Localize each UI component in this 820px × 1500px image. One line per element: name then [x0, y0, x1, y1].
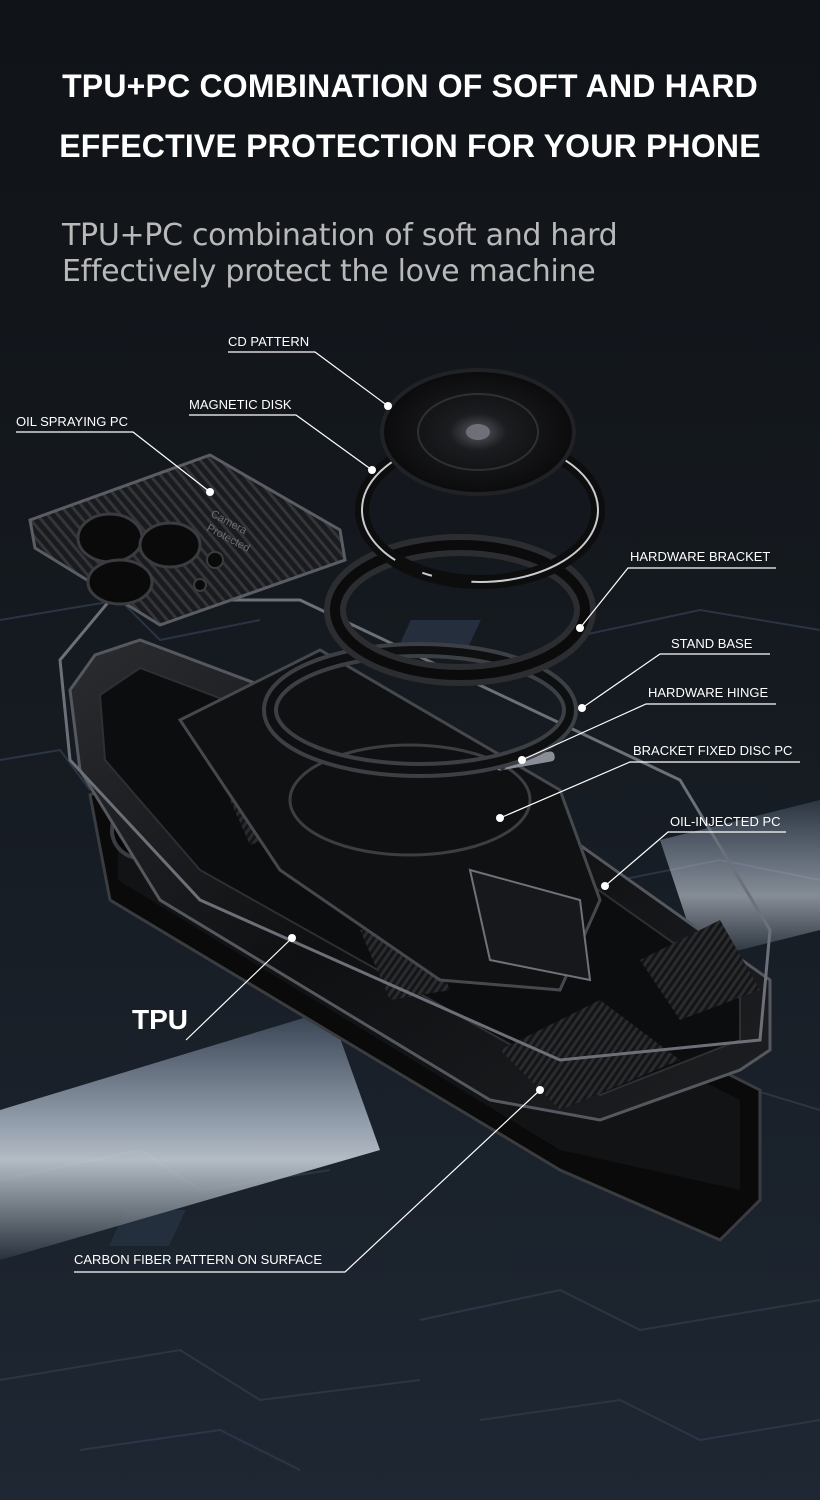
camera-protector: Camera Protected — [28, 453, 347, 627]
callout-stand-base: STAND BASE — [671, 636, 753, 651]
callout-bracket-fixed-disc-pc: BRACKET FIXED DISC PC — [633, 743, 793, 758]
callout-dots — [206, 402, 609, 1094]
callout-tpu: TPU — [132, 1004, 188, 1035]
callout-oil-spraying-pc: OIL SPRAYING PC — [16, 414, 128, 429]
callout-carbon-fiber: CARBON FIBER PATTERN ON SURFACE — [74, 1252, 322, 1267]
carbon-panel — [640, 920, 760, 1020]
callout-lines — [16, 351, 800, 1273]
callout-magnetic-disk: MAGNETIC DISK — [189, 397, 292, 412]
cd-disk — [380, 368, 576, 496]
callout-hardware-bracket: HARDWARE BRACKET — [630, 549, 771, 564]
subheadline-line-1: TPU+PC combination of soft and hard — [62, 218, 618, 253]
callout-oil-injected-pc: OIL-INJECTED PC — [670, 814, 781, 829]
callout-cd-pattern: CD PATTERN — [228, 334, 310, 349]
headline-line-2: EFFECTIVE PROTECTION FOR YOUR PHONE — [59, 128, 761, 164]
carbon-panel — [500, 1000, 680, 1110]
callout-hardware-hinge: HARDWARE HINGE — [648, 685, 769, 700]
headline-line-1: TPU+PC COMBINATION OF SOFT AND HARD — [62, 68, 758, 104]
subheadline-line-2: Effectively protect the love machine — [62, 254, 596, 289]
